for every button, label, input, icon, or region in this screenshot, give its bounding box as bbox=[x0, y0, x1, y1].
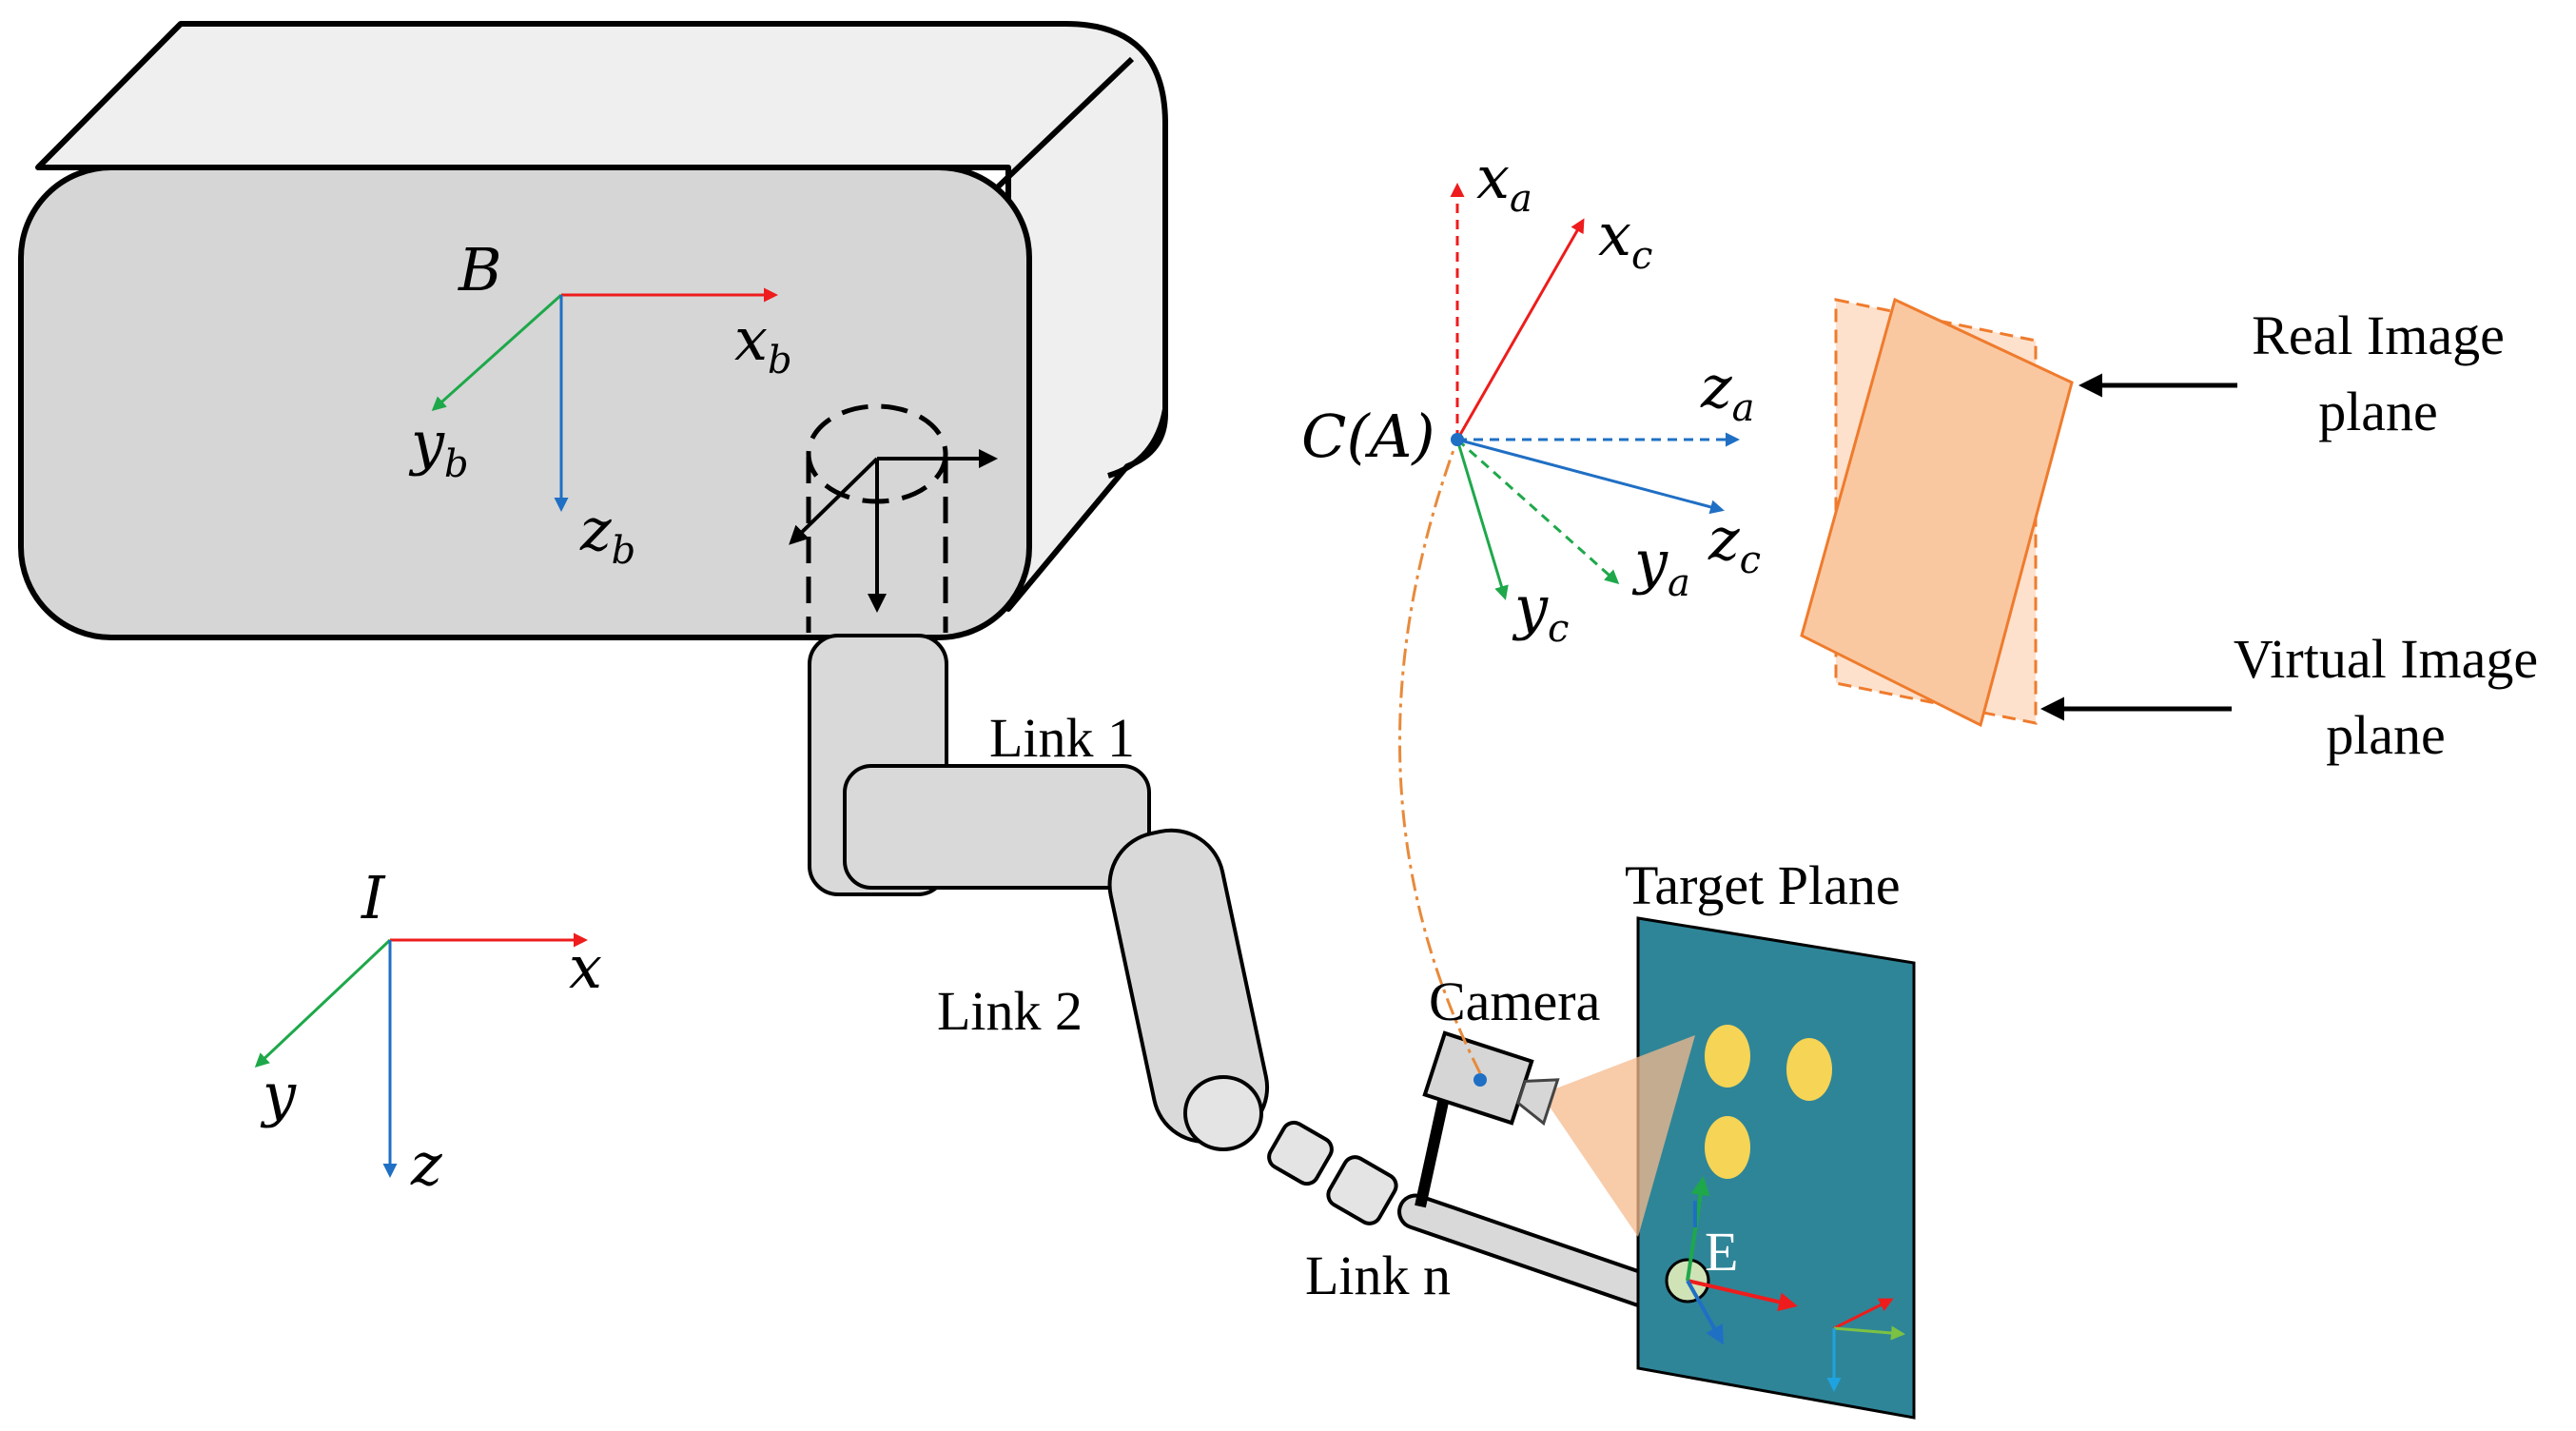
end-effector-label: E bbox=[1705, 1221, 1738, 1283]
target-plane-label: Target Plane bbox=[1625, 854, 1901, 916]
real-image-label-line1: Real Image bbox=[2252, 304, 2505, 366]
link1-label: Link 1 bbox=[989, 707, 1135, 769]
base-z-label: zb bbox=[579, 495, 635, 573]
zc-label: zc bbox=[1708, 504, 1761, 582]
xc-label: xc bbox=[1598, 200, 1652, 278]
inertial-x-label: x bbox=[569, 932, 602, 1002]
link-1 bbox=[843, 764, 1151, 890]
end-effector-frame bbox=[1665, 1176, 1798, 1345]
virtual-image-label-line1: Virtual Image bbox=[2234, 628, 2538, 690]
camera-trajectory bbox=[1398, 439, 1482, 1074]
ya-label: ya bbox=[1631, 527, 1690, 605]
target-marker-icon bbox=[1705, 1116, 1750, 1179]
virtual-image-label-line2: plane bbox=[2326, 704, 2446, 766]
za-label: za bbox=[1700, 352, 1755, 430]
target-marker-icon bbox=[1705, 1025, 1750, 1088]
inertial-coordinate-frame-icon bbox=[254, 932, 588, 1178]
base-coordinate-frame-icon bbox=[431, 287, 778, 512]
base-y-label: yb bbox=[408, 408, 469, 486]
base-x-label: xb bbox=[734, 304, 792, 382]
xa-label: xa bbox=[1476, 143, 1532, 221]
robot-arm bbox=[808, 634, 1691, 1319]
camera-icon bbox=[1422, 1030, 1560, 1127]
camera-fov bbox=[1541, 1035, 1695, 1237]
camera-frame bbox=[1450, 183, 1740, 600]
camera-center-label: C(A) bbox=[1301, 402, 1435, 471]
target-marker-icon bbox=[1786, 1038, 1832, 1101]
camera-label: Camera bbox=[1429, 970, 1600, 1032]
real-image-label-line2: plane bbox=[2318, 381, 2438, 442]
real-image-plane bbox=[1800, 297, 2074, 728]
inertial-y-label: y bbox=[260, 1060, 297, 1129]
yc-label: yc bbox=[1512, 573, 1569, 651]
target-plane bbox=[1636, 916, 1916, 1420]
base-joint bbox=[789, 403, 998, 633]
base-origin-label: B bbox=[458, 235, 502, 304]
base-body bbox=[18, 21, 1168, 640]
inertial-origin-label: I bbox=[361, 863, 386, 932]
linkn-label: Link n bbox=[1305, 1245, 1451, 1306]
target-frame bbox=[1826, 1298, 1905, 1392]
image-planes bbox=[1800, 297, 2237, 728]
inertial-z-label: z bbox=[410, 1129, 442, 1199]
link2-label: Link 2 bbox=[937, 980, 1083, 1042]
